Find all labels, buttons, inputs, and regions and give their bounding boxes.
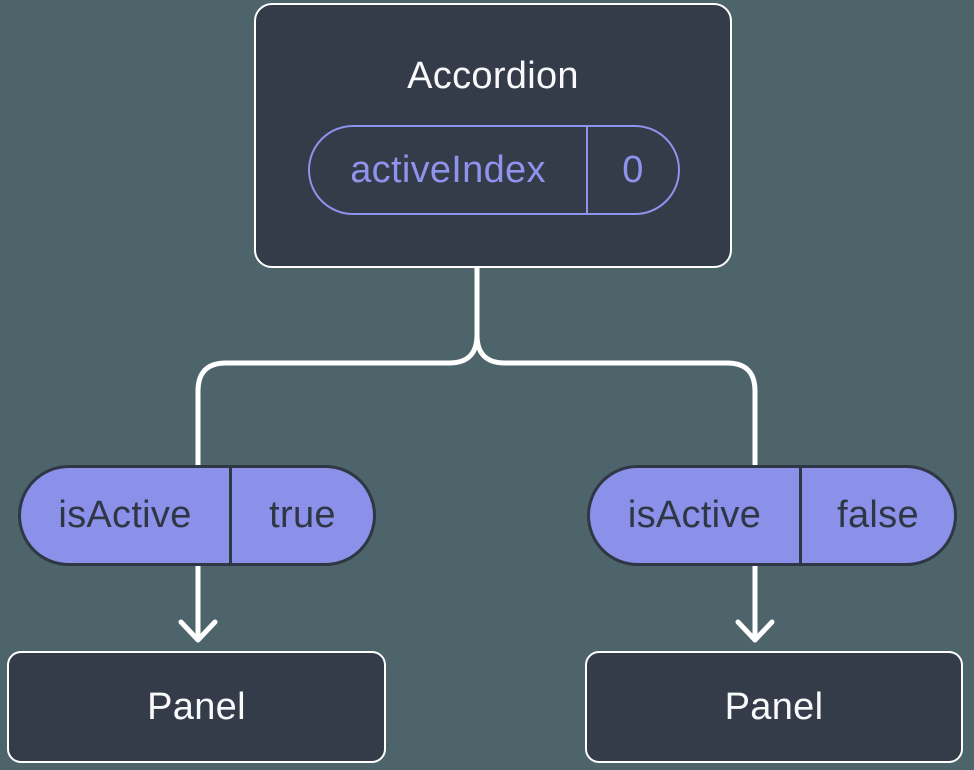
- root-to-left-branch-line: [195, 268, 480, 466]
- accordion-node: Accordion activeIndex 0: [254, 3, 732, 268]
- panel-node-title: Panel: [147, 685, 246, 728]
- isactive-false-prop-pill: isActive false: [587, 465, 957, 566]
- left-arrowhead-icon: [178, 619, 218, 643]
- prop-pill-value: false: [799, 468, 954, 563]
- prop-pill-value: true: [229, 468, 373, 563]
- state-pill-value: 0: [586, 127, 678, 213]
- activeindex-state-pill: activeIndex 0: [308, 125, 680, 215]
- state-pill-name: activeIndex: [350, 148, 546, 191]
- accordion-node-title: Accordion: [407, 55, 579, 97]
- prop-pill-name: isActive: [627, 494, 762, 536]
- root-to-right-branch-line: [474, 268, 758, 466]
- isactive-true-prop-pill: isActive true: [18, 465, 376, 566]
- panel-node-right: Panel: [585, 651, 963, 763]
- right-arrowhead-icon: [735, 619, 775, 643]
- prop-pill-name: isActive: [58, 494, 192, 536]
- panel-node-title: Panel: [724, 685, 824, 728]
- panel-node-left: Panel: [7, 651, 386, 763]
